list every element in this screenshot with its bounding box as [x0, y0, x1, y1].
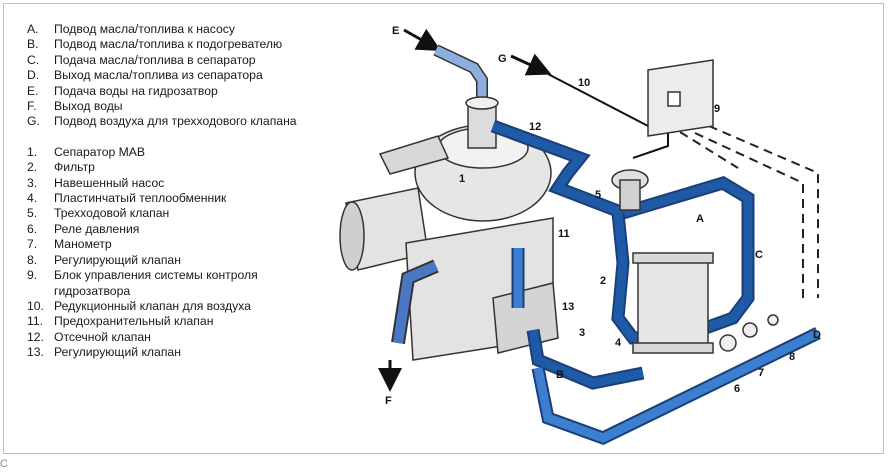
label-1: 1 [459, 173, 465, 185]
legend-text: Редукционный клапан для воздуха [54, 298, 251, 313]
label-9: 9 [714, 103, 720, 115]
legend-key: 8. [27, 252, 38, 267]
legend-text: Выход масла/топлива из сепаратора [54, 68, 263, 83]
legend-key: F. [27, 99, 37, 114]
legend-key: E. [27, 83, 39, 98]
legend-text: Регулирующий клапан [54, 252, 181, 267]
label-A: A [696, 213, 704, 225]
legend-text: Подача масла/топлива в сепаратор [54, 52, 256, 67]
diagram-labels: E G F A B C D 1 2 3 4 5 6 7 8 9 10 11 12… [385, 25, 821, 407]
oil-pipes [490, 119, 821, 446]
legend-item: 12. Отсечной клапан [27, 330, 327, 345]
gauges [719, 314, 779, 352]
control-box [647, 59, 714, 137]
legend-text: Пластинчатый теплообменник [54, 191, 227, 206]
legend-key: 5. [27, 206, 38, 221]
legend-text: Блок управления системы контроля гидроза… [54, 268, 258, 298]
label-E: E [392, 25, 399, 37]
legend-item: A. Подвод масла/топлива к насосу [27, 22, 327, 37]
legend-item: 11. Предохранительный клапан [27, 314, 327, 329]
water-outlet-pipe [378, 259, 439, 392]
label-C: C [755, 249, 763, 261]
legend-key: C. [27, 52, 40, 67]
label-11: 11 [558, 228, 570, 240]
legend-key: B. [27, 37, 39, 52]
legend-key: 2. [27, 160, 38, 175]
legend-text: Регулирующий клапан [54, 345, 181, 360]
legend-item: 8. Регулирующий клапан [27, 253, 327, 268]
label-B: B [556, 369, 564, 381]
legend-key: 12. [27, 329, 44, 344]
legend-key: 9. [27, 268, 38, 283]
figure-caption: С [0, 458, 8, 470]
legend-item: 9. Блок управления системы контроля гидро… [27, 268, 327, 299]
label-F: F [385, 395, 392, 407]
legend-item: 2. Фильтр [27, 160, 327, 175]
legend-item: 6. Реле давления [27, 222, 327, 237]
separator-unit [339, 96, 559, 361]
plate-heat-exchanger [632, 252, 714, 354]
legend-key: 3. [27, 175, 38, 190]
legend-key: G. [27, 114, 40, 129]
label-D: D [813, 329, 821, 341]
legend-item: D. Выход масла/топлива из сепаратора [27, 68, 327, 83]
legend-key: 10. [27, 298, 44, 313]
legend-text: Навешенный насос [54, 175, 165, 190]
legend-item: E. Подача воды на гидрозатвор [27, 84, 327, 99]
legend-item: 7. Манометр [27, 237, 327, 252]
legend-key: D. [27, 68, 40, 83]
label-12: 12 [529, 121, 541, 133]
legend-key: 11. [27, 314, 44, 329]
legend-text: Подвод масла/топлива к подогревателю [54, 37, 283, 52]
legend-key: A. [27, 22, 39, 36]
label-10: 10 [578, 77, 590, 89]
legend-key: 13. [27, 345, 44, 360]
label-5: 5 [595, 189, 601, 201]
control-lines [679, 119, 819, 298]
legend-item: F. Выход воды [27, 99, 327, 114]
legend-text: Подвод воздуха для трехходового клапана [54, 114, 297, 129]
legend-item: G. Подвод воздуха для трехходового клапан… [27, 114, 327, 129]
legend-text: Отсечной клапан [54, 329, 151, 344]
label-8: 8 [789, 351, 795, 363]
legend-gap [27, 130, 327, 145]
legend-text: Трехходовой клапан [54, 206, 170, 221]
legend-item: 3. Навешенный насос [27, 176, 327, 191]
legend-text: Подвод масла/топлива к насосу [54, 22, 235, 36]
label-6: 6 [734, 383, 740, 395]
label-7: 7 [758, 367, 764, 379]
legend-item: 10. Редукционный клапан для воздуха [27, 299, 327, 314]
label-4: 4 [615, 337, 622, 349]
legend-item: 13. Регулирующий клапан [27, 345, 327, 360]
legend-key: 6. [27, 221, 38, 236]
legend-text: Реле давления [54, 221, 140, 236]
legend-item: 1. Сепаратор MAB [27, 145, 327, 160]
legend-text: Предохранительный клапан [54, 314, 214, 329]
label-2: 2 [600, 275, 606, 287]
separator-system-diagram: E G F A B C D 1 2 3 4 5 6 7 8 9 10 11 12… [339, 25, 821, 446]
legend-text: Фильтр [54, 160, 95, 175]
legend-item: 5. Трехходовой клапан [27, 206, 327, 221]
label-3: 3 [579, 327, 585, 339]
legend-key: 1. [27, 144, 38, 159]
legend-numbers: 1. Сепаратор MAB 2. Фильтр 3. Навешенный насо… [27, 145, 327, 361]
legend-item: B. Подвод масла/топлива к подогревателю [27, 37, 327, 52]
label-13: 13 [562, 301, 574, 313]
legend-item: 4. Пластинчатый теплообменник [27, 191, 327, 206]
legend-text: Манометр [54, 237, 112, 252]
label-G: G [498, 53, 507, 65]
legend-text: Выход воды [54, 99, 123, 114]
legend-key: 4. [27, 191, 38, 206]
legend-text: Сепаратор MAB [54, 144, 146, 159]
legend-key: 7. [27, 237, 38, 252]
legend-text: Подача воды на гидрозатвор [54, 83, 218, 98]
three-way-valve [611, 169, 649, 211]
legend-item: C. Подача масла/топлива в сепаратор [27, 53, 327, 68]
